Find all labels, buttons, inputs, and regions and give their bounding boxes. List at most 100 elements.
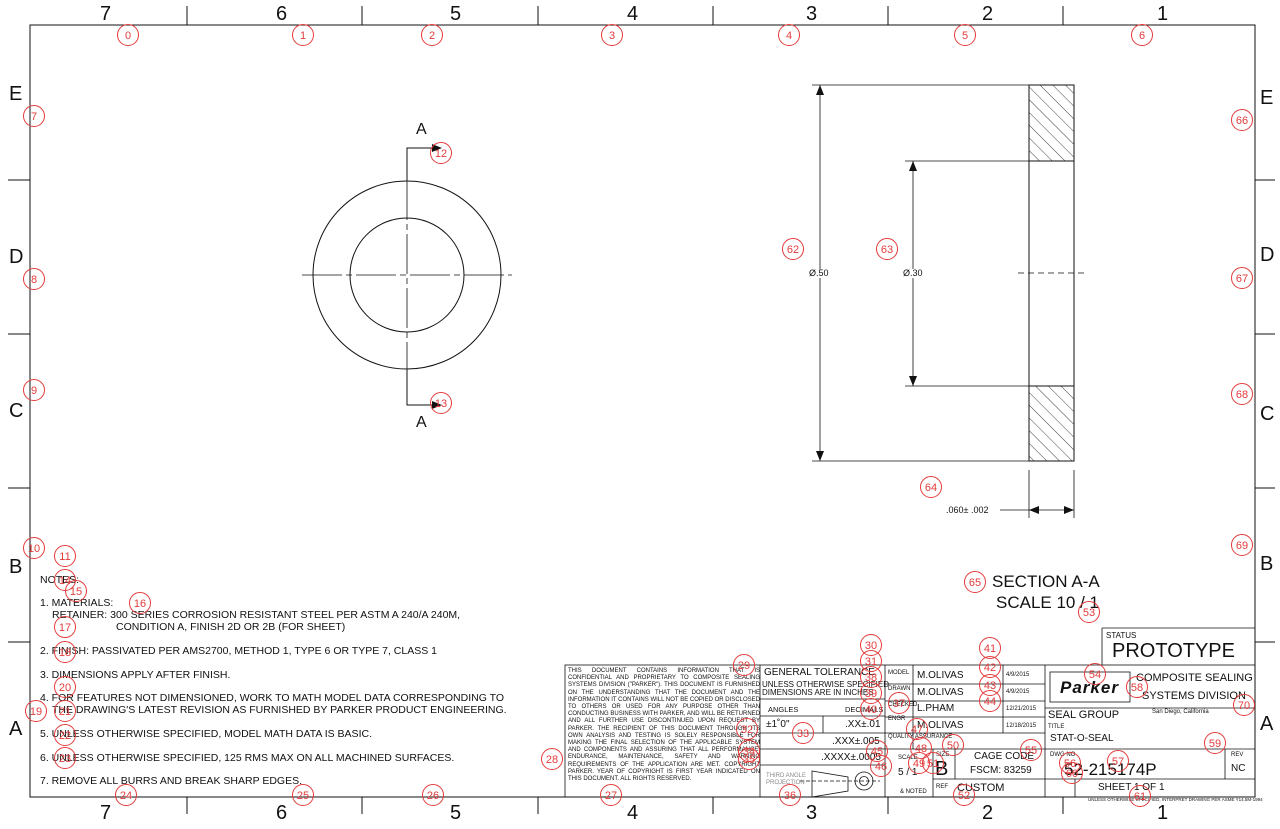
callout-64[interactable]: 64: [920, 476, 942, 498]
section-scale: SCALE 10 / 1: [996, 593, 1100, 612]
callout-57[interactable]: 57: [1107, 750, 1129, 772]
callout-2[interactable]: 2: [421, 24, 443, 46]
fscm-code: FSCM: 83259: [970, 765, 1032, 776]
status-label: STATUS: [1106, 631, 1137, 640]
callout-51[interactable]: 51: [922, 752, 944, 774]
callout-8[interactable]: 8: [23, 268, 45, 290]
scale-value: 5 / 1: [898, 767, 918, 778]
seal-group: SEAL GROUP: [1048, 709, 1120, 721]
top-zone-7: 7: [100, 3, 112, 25]
callout-61[interactable]: 61: [1129, 785, 1151, 807]
callout-13[interactable]: 13: [430, 392, 452, 414]
right-zone-c: C: [1260, 403, 1275, 425]
callout-25[interactable]: 25: [292, 784, 314, 806]
callout-26[interactable]: 26: [422, 784, 444, 806]
dimensions-in: DIMENSIONS ARE IN INCHES: [762, 688, 874, 697]
engr-label: ENGR: [888, 716, 906, 722]
rev-label: REV: [1231, 752, 1244, 758]
callout-3[interactable]: 3: [601, 24, 623, 46]
callout-33[interactable]: 33: [792, 722, 814, 744]
callout-59[interactable]: 59: [1204, 732, 1226, 754]
left-zone-c: C: [9, 400, 24, 422]
status-value: PROTOTYPE: [1112, 640, 1235, 662]
bottom-zone-1: 1: [1157, 802, 1169, 824]
angle-tolerance: ±1˚0": [766, 719, 790, 730]
callout-35[interactable]: 35: [738, 748, 760, 770]
bottom-zone-7: 7: [100, 802, 112, 824]
callout-32[interactable]: 32: [736, 718, 758, 740]
callout-65[interactable]: 65: [964, 571, 986, 593]
callout-24[interactable]: 24: [115, 784, 137, 806]
callout-37[interactable]: 37: [888, 692, 910, 714]
dim-inner-diameter: Ø.30: [903, 268, 923, 278]
callout-27[interactable]: 27: [600, 784, 622, 806]
callout-11[interactable]: 11: [54, 545, 76, 567]
rev-value: NC: [1231, 763, 1246, 774]
callout-58[interactable]: 58: [1126, 676, 1148, 698]
callout-15[interactable]: 15: [65, 580, 87, 602]
callout-28[interactable]: 28: [541, 748, 563, 770]
callout-63[interactable]: 63: [876, 238, 898, 260]
callout-46[interactable]: 46: [870, 755, 892, 777]
callout-52[interactable]: 52: [953, 784, 975, 806]
drawing-title: STAT-O-SEAL: [1050, 733, 1114, 744]
callout-68[interactable]: 68: [1231, 383, 1253, 405]
top-zone-1: 1: [1157, 3, 1169, 25]
callout-36[interactable]: 36: [779, 784, 801, 806]
top-zone-3: 3: [806, 3, 818, 25]
callout-1[interactable]: 1: [292, 24, 314, 46]
note-line: CONDITION A, FINISH 2D OR 2B (FOR SHEET): [116, 621, 346, 633]
callout-54[interactable]: 54: [1084, 663, 1106, 685]
engr-name: M.OLIVAS: [917, 720, 964, 731]
callout-20[interactable]: 20: [54, 676, 76, 698]
callout-12[interactable]: 12: [430, 142, 452, 164]
right-zone-d: D: [1260, 244, 1275, 266]
callout-21[interactable]: 21: [54, 700, 76, 722]
model-name: M.OLIVAS: [917, 670, 964, 681]
top-zone-2: 2: [982, 3, 994, 25]
callout-55[interactable]: 55: [1020, 739, 1042, 761]
drawn-name: M.OLIVAS: [917, 687, 964, 698]
callout-9[interactable]: 9: [23, 379, 45, 401]
callout-44[interactable]: 44: [979, 690, 1001, 712]
size-label: SIZE: [936, 752, 950, 758]
dim-thickness: .060± .002: [946, 505, 989, 515]
division-line2: SYSTEMS DIVISION: [1142, 690, 1246, 702]
section-label-bottom: A: [416, 414, 427, 431]
callout-0[interactable]: 0: [117, 24, 139, 46]
left-zone-a: A: [9, 718, 23, 740]
callout-66[interactable]: 66: [1231, 109, 1253, 131]
callout-4[interactable]: 4: [778, 24, 800, 46]
callout-23[interactable]: 23: [54, 747, 76, 769]
note-line: 4. FOR FEATURES NOT DIMENSIONED, WORK TO…: [40, 692, 504, 704]
confidentiality-notice: THIS DOCUMENT CONTAINS INFORMATION THAT …: [568, 668, 760, 783]
division-line1: COMPOSITE SEALING: [1136, 672, 1253, 684]
callout-53[interactable]: 53: [1078, 601, 1100, 623]
callout-70[interactable]: 70: [1233, 694, 1255, 716]
callout-22[interactable]: 22: [54, 724, 76, 746]
callout-40[interactable]: 40: [860, 698, 882, 720]
ref-value: CUSTOM: [957, 782, 1005, 794]
callout-60[interactable]: 60: [1061, 762, 1083, 784]
callout-18[interactable]: 18: [54, 641, 76, 663]
drawn-label: DRAWN: [888, 686, 911, 692]
callout-67[interactable]: 67: [1231, 267, 1253, 289]
callout-29[interactable]: 29: [733, 654, 755, 676]
callout-7[interactable]: 7: [23, 105, 45, 127]
callout-16[interactable]: 16: [129, 592, 151, 614]
bottom-zone-6: 6: [276, 802, 288, 824]
callout-5[interactable]: 5: [954, 24, 976, 46]
callout-17[interactable]: 17: [54, 616, 76, 638]
callout-6[interactable]: 6: [1131, 24, 1153, 46]
tolerance-xxxx: .XXXX±.0005: [821, 752, 881, 763]
callout-50[interactable]: 50: [942, 734, 964, 756]
callout-69[interactable]: 69: [1231, 534, 1253, 556]
note-line: 3. DIMENSIONS APPLY AFTER FINISH.: [40, 669, 231, 681]
callout-10[interactable]: 10: [23, 537, 45, 559]
left-zone-d: D: [9, 246, 24, 268]
callout-62[interactable]: 62: [782, 238, 804, 260]
bottom-zone-2: 2: [982, 802, 994, 824]
callout-19[interactable]: 19: [25, 700, 47, 722]
right-zone-b: B: [1260, 553, 1274, 575]
